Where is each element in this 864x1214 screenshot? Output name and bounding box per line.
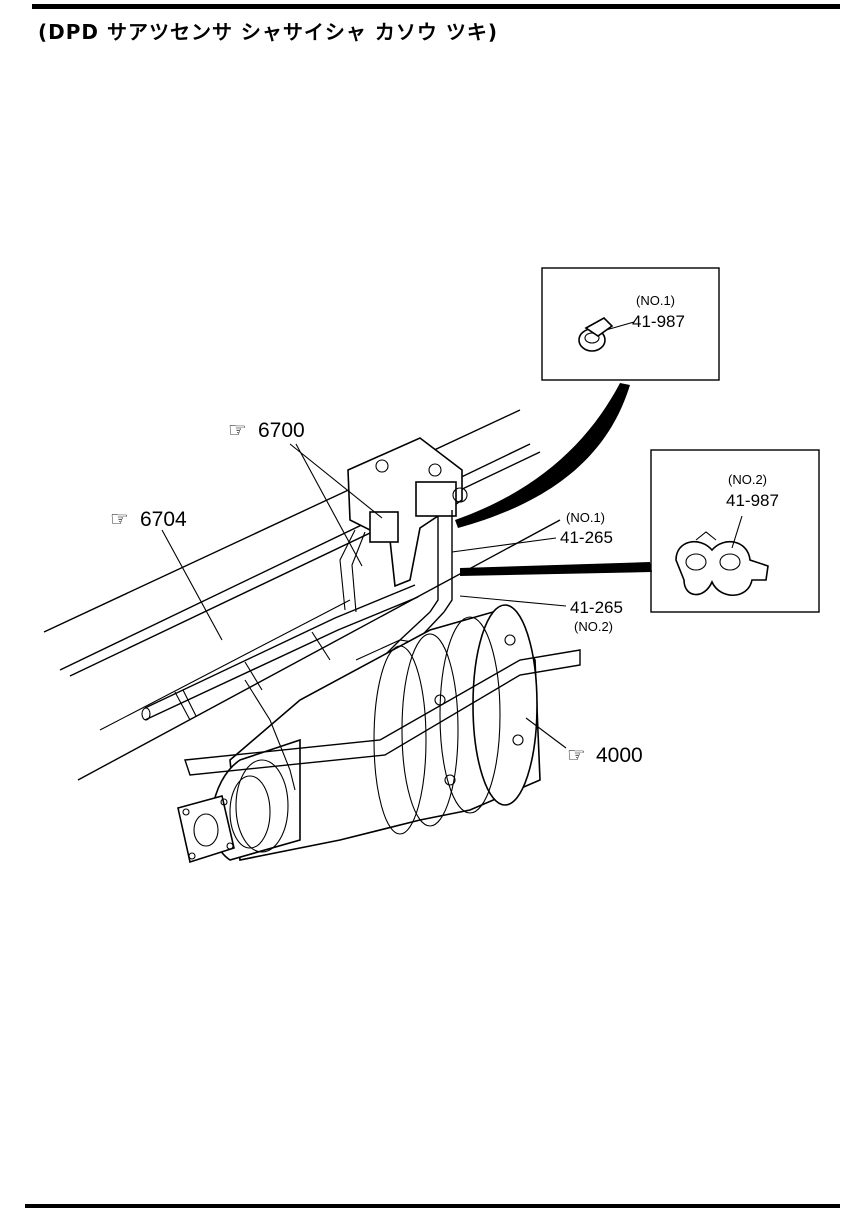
clip-no1-variant: (NO.1) <box>636 293 675 308</box>
ref-6704-hand-icon: ☞ <box>110 508 129 531</box>
hose-no1-number[interactable]: 41-265 <box>560 528 613 547</box>
leader-lines <box>161 443 567 749</box>
hose-no2-number[interactable]: 41-265 <box>570 598 623 617</box>
inset-pointers <box>455 383 652 576</box>
ref-4000-label[interactable]: 4000 <box>596 744 643 767</box>
clip-no1-number[interactable]: 41-987 <box>632 312 685 331</box>
ref-6704-label[interactable]: 6704 <box>140 508 187 531</box>
ref-6700-label[interactable]: 6700 <box>258 419 305 442</box>
page-title: (DPD サアツセンサ シャサイシャ カソウ ツキ) <box>38 20 498 44</box>
pressure-pipe <box>141 584 419 721</box>
dpf-assembly <box>177 604 581 864</box>
inset-clip-no1 <box>541 267 720 381</box>
hose-no1-variant: (NO.1) <box>566 510 605 525</box>
ref-4000-hand-icon: ☞ <box>567 744 586 767</box>
ref-6700-hand-icon: ☞ <box>228 419 247 442</box>
hose-no2-variant: (NO.2) <box>574 619 613 634</box>
inset-clip-no2 <box>650 449 820 613</box>
clip-no2-variant: (NO.2) <box>728 472 767 487</box>
sensor-bracket <box>339 437 468 613</box>
top-border <box>32 4 840 9</box>
bottom-border <box>25 1204 840 1208</box>
clip-no2-number[interactable]: 41-987 <box>726 491 779 510</box>
